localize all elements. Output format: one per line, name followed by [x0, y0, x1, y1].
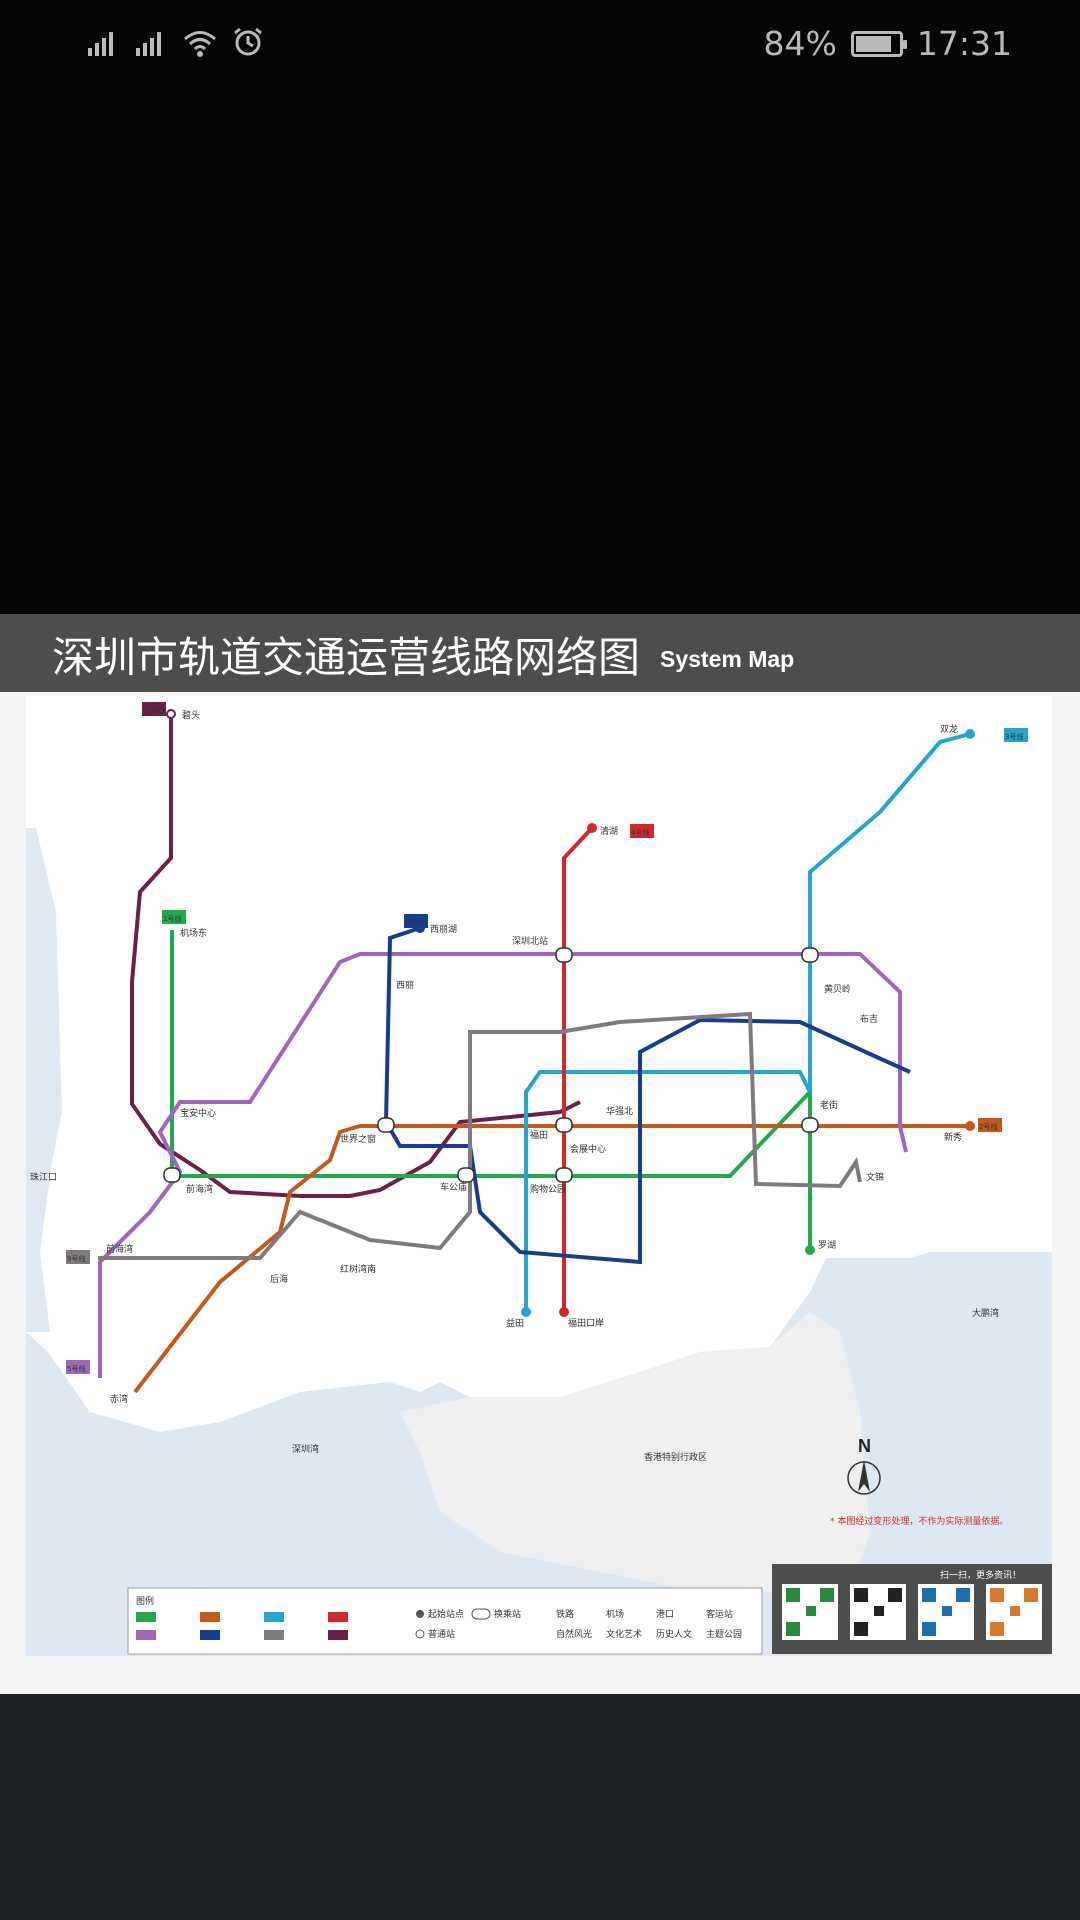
compass-icon	[847, 1460, 881, 1495]
line-tag-2	[978, 1118, 1002, 1132]
north-label: N	[858, 1436, 871, 1456]
station-label: 罗湖	[818, 1240, 836, 1251]
station-label: 赤湾	[110, 1393, 128, 1405]
hk-region	[400, 1312, 870, 1592]
legend-station-dot	[415, 1629, 425, 1639]
station-label: 清湖	[600, 825, 618, 837]
metro-map-svg: 深圳湾 大鹏湾 珠江口 香港特别行政区 11号线 4号线 3号线 7号线 1号线	[26, 696, 1052, 1656]
map-title-zh: 深圳市轨道交通运营线路网络图	[52, 633, 641, 682]
line-tag-9	[66, 1250, 90, 1264]
signal-icon	[136, 32, 161, 56]
station-label: 后海	[270, 1273, 288, 1285]
station-label: 老街	[820, 1099, 838, 1111]
legend-facility: 主题公园	[706, 1628, 742, 1640]
station-label: 新秀	[944, 1131, 962, 1143]
water-west	[26, 828, 62, 1332]
line-4	[562, 826, 594, 1312]
station-label: 碧头	[182, 709, 200, 721]
legend-facility: 文化艺术	[606, 1628, 642, 1640]
alarm-icon	[234, 27, 262, 56]
water-label-pearl-river: 珠江口	[30, 1171, 57, 1183]
bottom-bar	[0, 1694, 1080, 1920]
legend-station-normal: 普通站	[428, 1628, 455, 1640]
station-label: 机场东	[180, 927, 207, 939]
station-label: 福田口岸	[568, 1317, 604, 1329]
station-label: 红树湾南	[340, 1263, 376, 1275]
status-bar: 84% 17:31	[0, 0, 1080, 90]
disclaimer: * 本图经过变形处理，不作为实际测量依据。	[830, 1515, 1008, 1527]
battery-icon	[850, 30, 907, 57]
station-label: 西丽湖	[430, 924, 457, 935]
legend-station-interchange: 换乘站	[494, 1608, 521, 1620]
qr-heading: 扫一扫，更多资讯！	[940, 1569, 1021, 1581]
line-tag-7-label: 7号线	[405, 918, 423, 927]
metro-map[interactable]: 深圳湾 大鹏湾 珠江口 香港特别行政区 11号线 4号线 3号线 7号线 1号线	[0, 692, 1080, 1694]
station-label: 车公庙	[440, 1181, 467, 1193]
signal-icon	[88, 32, 113, 56]
station-label: 西丽	[396, 980, 414, 991]
qr-code-icon[interactable]	[986, 1584, 1042, 1640]
station-label: 前海湾	[186, 1183, 213, 1195]
line-tag-11	[142, 702, 166, 716]
legend-line-swatches	[136, 1612, 348, 1640]
battery-fill	[855, 35, 891, 52]
line-2	[133, 1124, 970, 1394]
station-label: 文锦	[866, 1171, 884, 1183]
line-tag-3	[1004, 728, 1028, 742]
station-label: 福田	[530, 1129, 548, 1141]
station-label: 世界之窗	[340, 1133, 376, 1145]
station-label: 深圳北站	[512, 935, 548, 947]
line-tag-11-label: 11号线	[143, 706, 166, 715]
clock: 17:31	[916, 24, 1012, 63]
line-tag-3-label: 3号线	[1005, 732, 1023, 741]
station-label: 华强北	[606, 1105, 633, 1117]
map-title-en: System Map	[660, 646, 795, 672]
legend-facility: 历史人文	[656, 1628, 692, 1640]
line-tag-1	[162, 910, 186, 924]
line-tag-4-label: 4号线	[631, 828, 649, 837]
image-viewer[interactable]: 深圳市轨道交通运营线路网络图 System Map 深圳湾 大鹏湾 珠江口 香港…	[0, 614, 1080, 1694]
line-3	[524, 732, 971, 1312]
station-label: 会展中心	[570, 1143, 606, 1155]
qr-code-icon[interactable]	[850, 1584, 906, 1640]
water-label-dapeng-bay: 大鹏湾	[972, 1307, 999, 1319]
station-label: 双龙	[940, 723, 958, 735]
legend-title: 图例	[136, 1595, 154, 1607]
battery-percent: 84%	[763, 24, 837, 63]
water-label-shenzhen-bay: 深圳湾	[292, 1443, 319, 1455]
station-label: 黄贝岭	[824, 983, 851, 995]
legend-box	[127, 1587, 763, 1655]
hk-region-label: 香港特别行政区	[644, 1451, 707, 1463]
line-5	[98, 952, 908, 1378]
station-label: 布吉	[860, 1013, 878, 1025]
legend-facility: 铁路	[556, 1608, 574, 1620]
legend-facility: 机场	[606, 1608, 624, 1620]
line-9	[98, 1011, 862, 1260]
legend-station-start: 起始站点	[428, 1608, 464, 1620]
legend-facility: 自然风光	[556, 1628, 592, 1640]
legend-terminal-dot	[416, 1610, 424, 1618]
line-11	[130, 714, 581, 1198]
station-markers	[163, 709, 975, 1317]
line-tag-1-label: 1号线	[163, 914, 181, 923]
legend-facility: 客运站	[706, 1608, 733, 1620]
line-tag-2-label: 2号线	[979, 1122, 997, 1131]
status-right: 84% 17:31	[764, 24, 1012, 63]
station-label: 前海湾	[106, 1243, 133, 1255]
station-label: 购物公园	[530, 1183, 566, 1195]
legend-facility: 港口	[656, 1608, 674, 1620]
status-left-icons	[86, 26, 264, 58]
line-tag-4	[630, 824, 654, 838]
line-tag-9-label: 9号线	[67, 1254, 85, 1263]
station-label: 宝安中心	[180, 1107, 216, 1119]
station-label: 益田	[506, 1317, 524, 1329]
qr-code-icon[interactable]	[782, 1584, 838, 1640]
qr-code-icon[interactable]	[918, 1584, 974, 1640]
line-tag-5-label: 5号线	[67, 1364, 85, 1373]
line-tag-5	[66, 1360, 90, 1374]
map-title-bar: 深圳市轨道交通运营线路网络图 System Map	[0, 614, 1080, 692]
wifi-icon	[184, 31, 216, 57]
legend-interchange-mark	[471, 1608, 491, 1620]
